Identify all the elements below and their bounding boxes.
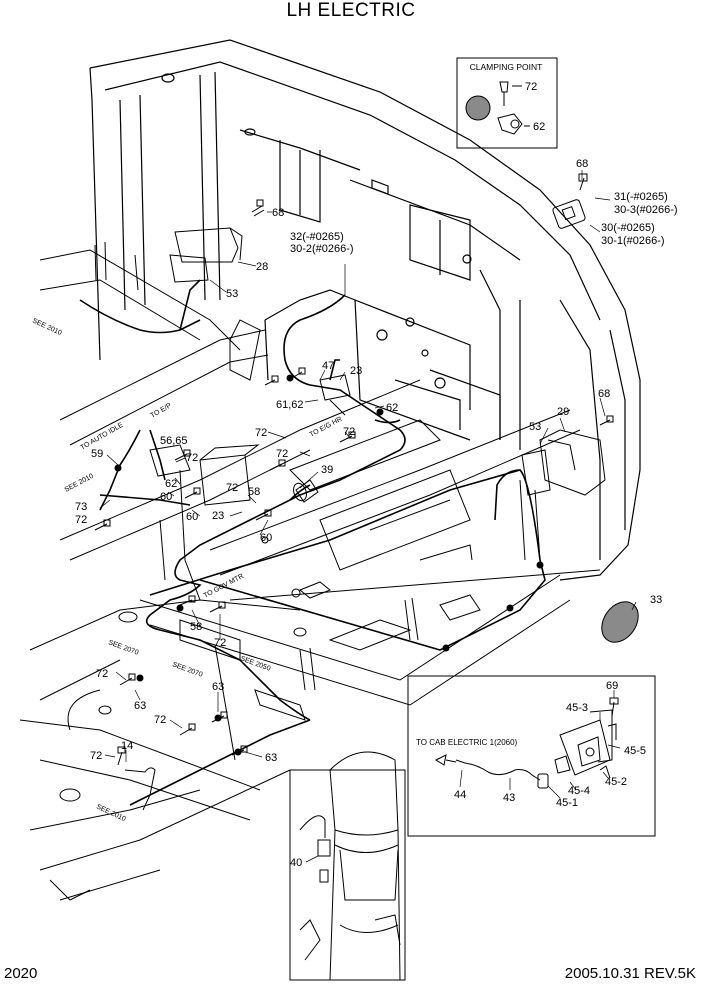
- lower-deck: [19, 599, 307, 901]
- page-number: 2020: [4, 965, 38, 982]
- callout-72-a: 72: [255, 427, 267, 439]
- callout-60-c: 60: [260, 532, 272, 544]
- callout-28: 28: [256, 261, 268, 273]
- callout-39: 39: [321, 464, 333, 476]
- engine-detail-inset: [289, 751, 406, 981]
- callout-56-65: 56,65: [160, 435, 188, 447]
- revision-label: 2005.10.31 REV.5K: [564, 965, 696, 982]
- see-reference-2010-b: SEE 2010: [64, 473, 95, 494]
- callout-30-2: 30-2(#0266-): [290, 243, 354, 255]
- callout-60-b: 60: [186, 511, 198, 523]
- callout-69: 69: [606, 680, 618, 692]
- callout-14: 14: [121, 740, 133, 752]
- see-reference-2070-a: SEE 2070: [107, 639, 139, 656]
- callout-clamp-72: 72: [525, 81, 537, 93]
- callout-30-1: 30-1(#0266-): [601, 235, 665, 247]
- callout-72-mid: 72: [226, 482, 238, 494]
- callout-62-a: 62: [386, 402, 398, 414]
- leader-lines: [99, 170, 637, 863]
- cab-electric-inset: [407, 675, 656, 837]
- see-reference-2010-a: SEE 2010: [31, 317, 63, 337]
- callout-45-3: 45-3: [566, 702, 588, 714]
- callout-47: 47: [322, 360, 334, 372]
- callout-23-a: 23: [350, 365, 362, 377]
- callout-72-d: 72: [186, 452, 198, 464]
- callout-72-i: 72: [90, 750, 102, 762]
- callout-63-c: 63: [265, 752, 277, 764]
- callout-73: 73: [75, 501, 87, 513]
- see-reference-2010-c: SEE 2010: [95, 803, 127, 823]
- bolt-icons: [94, 173, 619, 766]
- frame-body: [89, 39, 641, 581]
- callout-45-2: 45-2: [605, 776, 627, 788]
- callout-45-4: 45-4: [568, 785, 590, 797]
- cab-electric-reference: TO CAB ELECTRIC 1(2060): [416, 738, 518, 747]
- callout-44: 44: [454, 789, 466, 801]
- callout-72-h: 72: [154, 714, 166, 726]
- callout-53-b: 53: [529, 421, 541, 433]
- callout-40: 40: [290, 857, 302, 869]
- chassis-frame: [39, 241, 601, 706]
- clamping-point-inset: [456, 57, 558, 149]
- callout-58-a: 58: [248, 486, 260, 498]
- callout-numbers: 68 28 53 32(-#0265) 30-2(#0266-) 68 31(-…: [75, 158, 678, 869]
- callout-29: 29: [557, 406, 569, 418]
- callout-72-c: 72: [276, 448, 288, 460]
- callout-68-b: 68: [576, 158, 588, 170]
- wire-harness: [79, 279, 546, 806]
- callout-59: 59: [91, 448, 103, 460]
- components: [94, 173, 639, 811]
- page-title: LH ELECTRIC: [286, 0, 416, 21]
- harness-clamp-dots: [114, 374, 544, 756]
- callout-30: 30(-#0265): [601, 222, 655, 234]
- callout-clamp-62: 62: [533, 121, 545, 133]
- callout-62-b: 62: [165, 478, 177, 490]
- see-reference-2070-b: SEE 2070: [171, 661, 203, 678]
- callout-68-c: 68: [598, 388, 610, 400]
- callout-53-a: 53: [226, 288, 238, 300]
- callout-32: 32(-#0265): [290, 231, 344, 243]
- callout-45-1: 45-1: [556, 797, 578, 809]
- callout-72-g: 72: [96, 668, 108, 680]
- wire-label-to-ep: TO E/P: [150, 402, 174, 420]
- callout-72-e: 72: [75, 514, 87, 526]
- callout-30-3: 30-3(#0266-): [614, 204, 678, 216]
- callout-72-b: 72: [343, 426, 355, 438]
- callout-72-f: 72: [214, 637, 226, 649]
- callout-33: 33: [650, 594, 662, 606]
- callout-31: 31(-#0265): [614, 191, 668, 203]
- callout-63-b: 63: [134, 700, 146, 712]
- callout-68-a: 68: [272, 207, 284, 219]
- callout-63-a: 63: [212, 681, 224, 693]
- callout-58-b: 58: [190, 621, 202, 633]
- callout-23-b: 23: [212, 510, 224, 522]
- callout-45-5: 45-5: [624, 745, 646, 757]
- callout-61-62: 61,62: [276, 399, 304, 411]
- callout-43: 43: [503, 792, 515, 804]
- clamping-point-title: CLAMPING POINT: [470, 62, 543, 72]
- callout-60-a: 60: [160, 491, 172, 503]
